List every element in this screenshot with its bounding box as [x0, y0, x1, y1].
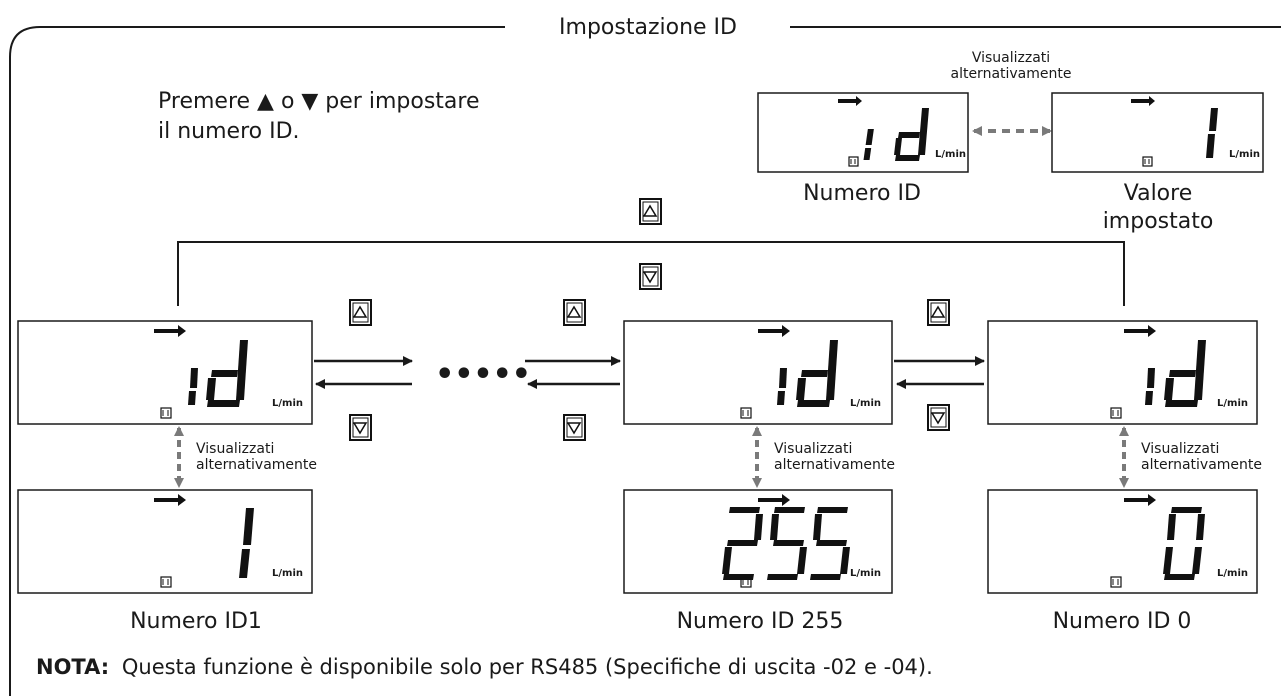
io-status-icon — [160, 576, 172, 588]
lcd-unit: L/min — [850, 398, 881, 409]
caption-id-1: Numero ID1 — [130, 609, 262, 634]
lcd-unit: L/min — [272, 398, 303, 409]
top-left-caption: Numero ID — [803, 181, 921, 206]
instruction-line-1: Premere ▲ o ▼ per impostare — [158, 89, 479, 114]
io-status-icon — [740, 407, 752, 419]
wrap-connector — [177, 241, 1125, 306]
caption-id-0: Numero ID 0 — [1053, 609, 1192, 634]
lcd-id-0: L/min — [987, 320, 1258, 425]
lcd-unit: L/min — [1229, 149, 1260, 160]
io-status-icon — [848, 156, 859, 167]
alt-label-1b: alternativamente — [196, 457, 317, 473]
up-button-icon — [563, 299, 586, 326]
lcd-top-value: L/min — [1051, 92, 1264, 173]
alt-label-top-2: alternativamente — [950, 66, 1071, 82]
lcd-value-0: L/min — [987, 489, 1258, 594]
lcd-id-1: L/min — [17, 320, 313, 425]
alt-label-top-1: Visualizzati — [972, 50, 1050, 66]
lcd-value-1: L/min — [17, 489, 313, 594]
lcd-id-255: L/min — [623, 320, 893, 425]
io-status-icon — [1142, 156, 1153, 167]
alt-label-1a: Visualizzati — [196, 441, 274, 457]
alt-label-2a: Visualizzati — [774, 441, 852, 457]
arrow-indicator-icon — [1124, 494, 1156, 506]
io-status-icon — [160, 407, 172, 419]
lcd-unit: L/min — [935, 149, 966, 160]
caption-id-255: Numero ID 255 — [677, 609, 844, 634]
arrow-indicator-icon — [154, 494, 186, 506]
down-button-icon — [927, 404, 950, 431]
arrow-indicator-icon — [758, 494, 790, 506]
alt-label-3b: alternativamente — [1141, 457, 1262, 473]
io-status-icon — [1110, 576, 1122, 588]
ellipsis: ••••• — [435, 357, 531, 392]
top-right-caption-1: Valore — [1124, 181, 1193, 206]
arrow-indicator-icon — [838, 96, 862, 106]
note-text: Questa funzione è disponibile solo per R… — [122, 655, 933, 679]
arrow-indicator-icon — [1124, 325, 1156, 337]
digit-1 — [1206, 108, 1218, 158]
lcd-top-id: L/min — [757, 92, 969, 173]
arrow-indicator-icon — [1131, 96, 1155, 106]
instruction-line-2: il numero ID. — [158, 119, 300, 144]
up-button-icon — [927, 299, 950, 326]
frame-title: Impostazione ID — [559, 15, 737, 40]
up-button-icon — [349, 299, 372, 326]
lcd-unit: L/min — [1217, 398, 1248, 409]
frame-border — [9, 26, 1281, 696]
lcd-unit: L/min — [850, 568, 881, 579]
digit-d — [894, 108, 929, 161]
digit-i — [863, 129, 874, 160]
up-button-icon — [639, 198, 662, 225]
down-button-icon — [349, 414, 372, 441]
arrow-indicator-icon — [758, 325, 790, 337]
down-button-icon — [563, 414, 586, 441]
lcd-value-255: L/min — [623, 489, 893, 594]
down-button-icon — [639, 263, 662, 290]
note-bold: NOTA: — [36, 655, 109, 679]
top-right-caption-2: impostato — [1103, 209, 1214, 234]
alt-label-3a: Visualizzati — [1141, 441, 1219, 457]
alt-label-2b: alternativamente — [774, 457, 895, 473]
io-status-icon — [1110, 407, 1122, 419]
lcd-unit: L/min — [1217, 568, 1248, 579]
note-line: NOTA: Questa funzione è disponibile solo… — [36, 655, 933, 679]
arrow-indicator-icon — [154, 325, 186, 337]
lcd-unit: L/min — [272, 568, 303, 579]
io-status-icon — [740, 576, 752, 588]
